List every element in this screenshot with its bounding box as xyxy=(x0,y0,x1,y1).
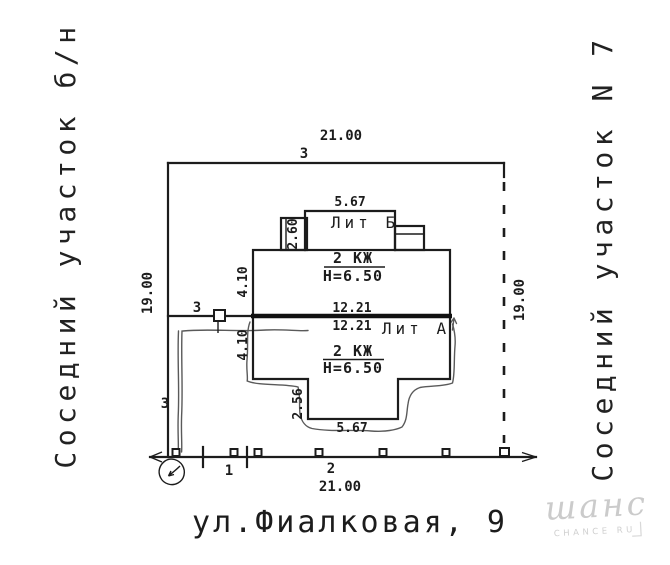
dim-litb-top-width: 5.67 xyxy=(334,195,365,210)
dim-lita-side: 4.10 xyxy=(236,329,251,360)
dim-lita-width: 12.21 xyxy=(332,319,371,334)
lit-b-right-porch xyxy=(393,224,426,252)
lit-a-storeys: 2 КЖ xyxy=(333,342,373,360)
bottom-mark-2: 2 xyxy=(327,461,335,477)
watermark-bracket xyxy=(632,521,642,537)
dim-left-depth: 19.00 xyxy=(140,272,156,314)
neighbor-left-label: Соседний участок б/н xyxy=(49,21,82,468)
dim-bottom-width: 21.00 xyxy=(319,479,361,495)
dim-right-depth: 19.00 xyxy=(512,279,528,321)
connector-post xyxy=(213,309,226,322)
lit-b-storeys: 2 КЖ xyxy=(333,249,373,267)
street-address: ул.Фиалковая, 9 xyxy=(192,505,508,540)
fence-posts xyxy=(171,447,510,457)
watermark-caption: CHANCE RU xyxy=(554,525,637,539)
fence-sketch-lines xyxy=(177,317,458,453)
lit-a-label: Лит А xyxy=(382,319,450,338)
watermark-script: шанс xyxy=(544,483,649,527)
dim-litb-porch: 2.60 xyxy=(286,218,301,249)
watermark: шанс CHANCE RU xyxy=(544,483,649,539)
building-labels: Лит Б 2 КЖ Н=6.50 Лит А 2 КЖ Н=6.50 xyxy=(323,213,450,377)
dimension-labels: 21.00 3 19.00 19.00 5.67 2.60 4.10 12.21… xyxy=(140,128,528,495)
gate-symbol xyxy=(158,458,186,486)
dim-top-offset: 3 xyxy=(300,146,308,162)
plot-boundary xyxy=(148,161,538,469)
lit-a-height: Н=6.50 xyxy=(323,359,383,377)
neighbor-right-label: Соседний участок N 7 xyxy=(586,34,619,481)
lit-b-label: Лит Б xyxy=(331,213,399,232)
lit-a-block xyxy=(251,314,452,421)
bottom-mark-1: 1 xyxy=(225,463,233,479)
lit-b-height: Н=6.50 xyxy=(323,267,383,285)
dim-offset-mid: 3 xyxy=(193,300,201,316)
dim-offset-low: 3 xyxy=(161,396,169,412)
dim-lita-bottom-width: 5.67 xyxy=(336,421,367,436)
bottom-arrow-left xyxy=(149,451,163,463)
lit-b-left-porch xyxy=(279,216,309,252)
building-outline xyxy=(251,209,452,421)
dim-litb-width: 12.21 xyxy=(332,301,371,316)
dim-lita-step: 2.56 xyxy=(291,388,306,419)
dim-litb-side: 4.10 xyxy=(236,266,251,297)
dim-top-width: 21.00 xyxy=(320,128,362,144)
bottom-arrow-right xyxy=(521,451,537,463)
